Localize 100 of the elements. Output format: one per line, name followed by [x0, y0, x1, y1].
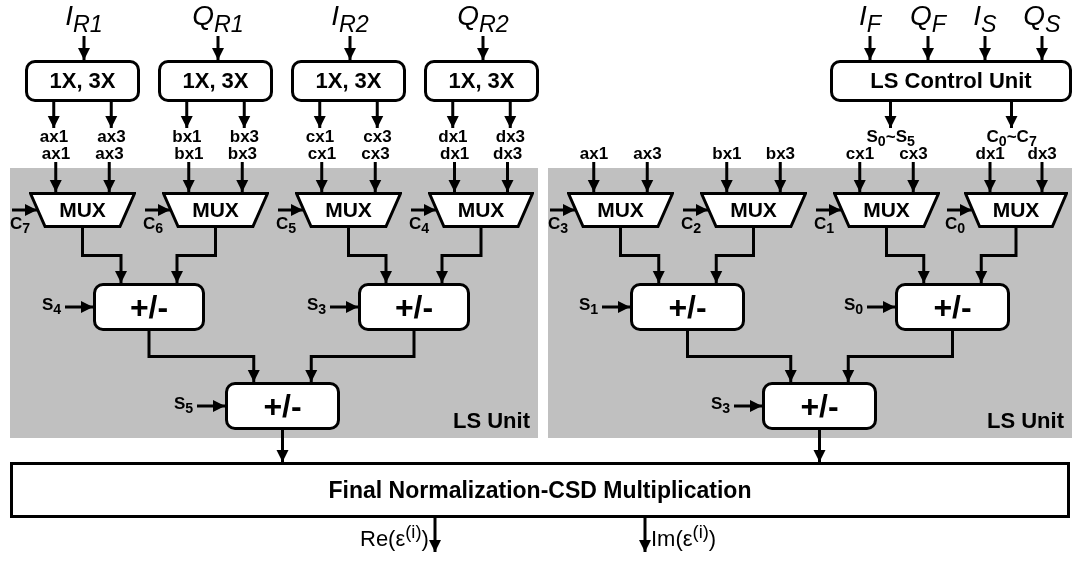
multiplier-box: 1X, 3X [291, 60, 406, 102]
signal-label: C$_{4}$ [409, 215, 430, 238]
signal-label: dx1 [440, 145, 470, 162]
arrow [103, 162, 116, 192]
arrow [774, 162, 787, 192]
signal-label: ax1 [41, 145, 71, 162]
arrow [171, 228, 217, 283]
arrow [501, 162, 514, 192]
signal-label: Re(ε$^{(i)}$) [360, 519, 429, 551]
arrow [710, 228, 755, 283]
arrow [587, 162, 600, 192]
signal-label: C$_{7}$ [10, 215, 31, 238]
arrow [105, 102, 118, 128]
arrow [411, 204, 436, 216]
arrow [197, 400, 225, 412]
arrow [619, 228, 665, 283]
signal-label: ax3 [97, 128, 126, 145]
multiplexer: MUX [833, 192, 940, 228]
signal-label: C$_{1}$ [814, 215, 835, 238]
signal-label: dx1 [438, 128, 468, 145]
arrow [47, 102, 60, 128]
adder-box: +/- [630, 283, 745, 331]
multiplexer: MUX [964, 192, 1068, 228]
arrow [145, 204, 171, 216]
arrow [867, 301, 895, 313]
unit-panel [548, 168, 1072, 438]
signal-label: S$_{4}$ [42, 296, 62, 319]
multiplexer: MUX [29, 192, 136, 228]
arrow [885, 228, 930, 283]
signal-label: S$_{3}$ [307, 296, 327, 319]
arrow [686, 331, 797, 382]
signal-label: dx3 [495, 128, 526, 145]
arrow [330, 301, 358, 313]
arrow [1005, 102, 1018, 128]
signal-name: I$_{R2}$ [320, 2, 380, 36]
arrow [842, 331, 954, 382]
arrow [504, 102, 517, 128]
signal-label: C$_{5}$ [276, 215, 297, 238]
multiplexer: MUX [567, 192, 674, 228]
multiplexer: MUX [162, 192, 269, 228]
arrow [448, 162, 461, 192]
signal-label: S$_{3}$ [711, 395, 731, 418]
signal-label: bx3 [229, 128, 260, 145]
arrow [429, 518, 441, 552]
signal-name: Q$_{R1}$ [188, 2, 248, 36]
signal-label: S$_{1}$ [579, 296, 599, 319]
arrow [720, 162, 733, 192]
signal-label: dx3 [1027, 145, 1057, 162]
arrow [641, 162, 654, 192]
arrow [12, 204, 38, 216]
arrow [639, 518, 651, 552]
unit-panel [10, 168, 538, 438]
multiplexer: MUX [428, 192, 534, 228]
unit-label: LS Unit [453, 408, 530, 434]
signal-label: bx1 [174, 145, 204, 162]
arrow [182, 162, 195, 192]
signal-label: C$_{2}$ [681, 215, 702, 238]
arrow [922, 36, 934, 60]
signal-label: S$_{5}$ [174, 395, 194, 418]
arrow [369, 162, 382, 192]
multiplication-box: Final Normalization-CSD Multiplication [10, 462, 1070, 518]
arrow [313, 102, 326, 128]
signal-label: ax3 [95, 145, 124, 162]
arrow [1036, 162, 1048, 192]
signal-label: S$_{0}$ [844, 296, 864, 319]
arrow [305, 331, 416, 382]
arrow [979, 36, 991, 60]
signal-name: Q$_{R2}$ [453, 2, 513, 36]
arrow [683, 204, 709, 216]
signal-label: Im(ε$^{(i)}$) [651, 519, 717, 551]
signal-name: Q$_{S}$ [1017, 2, 1067, 36]
arrow [813, 430, 826, 462]
signal-label: ax3 [633, 145, 662, 162]
arrow [816, 204, 842, 216]
arrow [853, 162, 866, 192]
control-unit-box: LS Control Unit [830, 60, 1072, 102]
signal-label: bx3 [227, 145, 258, 162]
arrow [1036, 36, 1048, 60]
arrow [975, 228, 1018, 283]
arrow [344, 36, 356, 60]
multiplier-box: 1X, 3X [158, 60, 273, 102]
signal-label: ax1 [39, 128, 69, 145]
arrow [947, 204, 972, 216]
multiplier-box: 1X, 3X [25, 60, 140, 102]
arrow [864, 36, 876, 60]
arrow [371, 102, 384, 128]
arrow [78, 36, 90, 60]
signal-label: bx1 [172, 128, 202, 145]
arrow [347, 228, 392, 283]
signal-label: C$_{0}$ [945, 215, 966, 238]
arrow [446, 102, 459, 128]
adder-box: +/- [225, 382, 340, 430]
arrow [278, 204, 303, 216]
arrow [49, 162, 62, 192]
signal-name: I$_{F}$ [845, 2, 895, 36]
arrow [212, 36, 224, 60]
signal-label: cx3 [361, 145, 390, 162]
adder-box: +/- [895, 283, 1010, 331]
signal-label: bx3 [765, 145, 796, 162]
signal-name: I$_{R1}$ [54, 2, 114, 36]
